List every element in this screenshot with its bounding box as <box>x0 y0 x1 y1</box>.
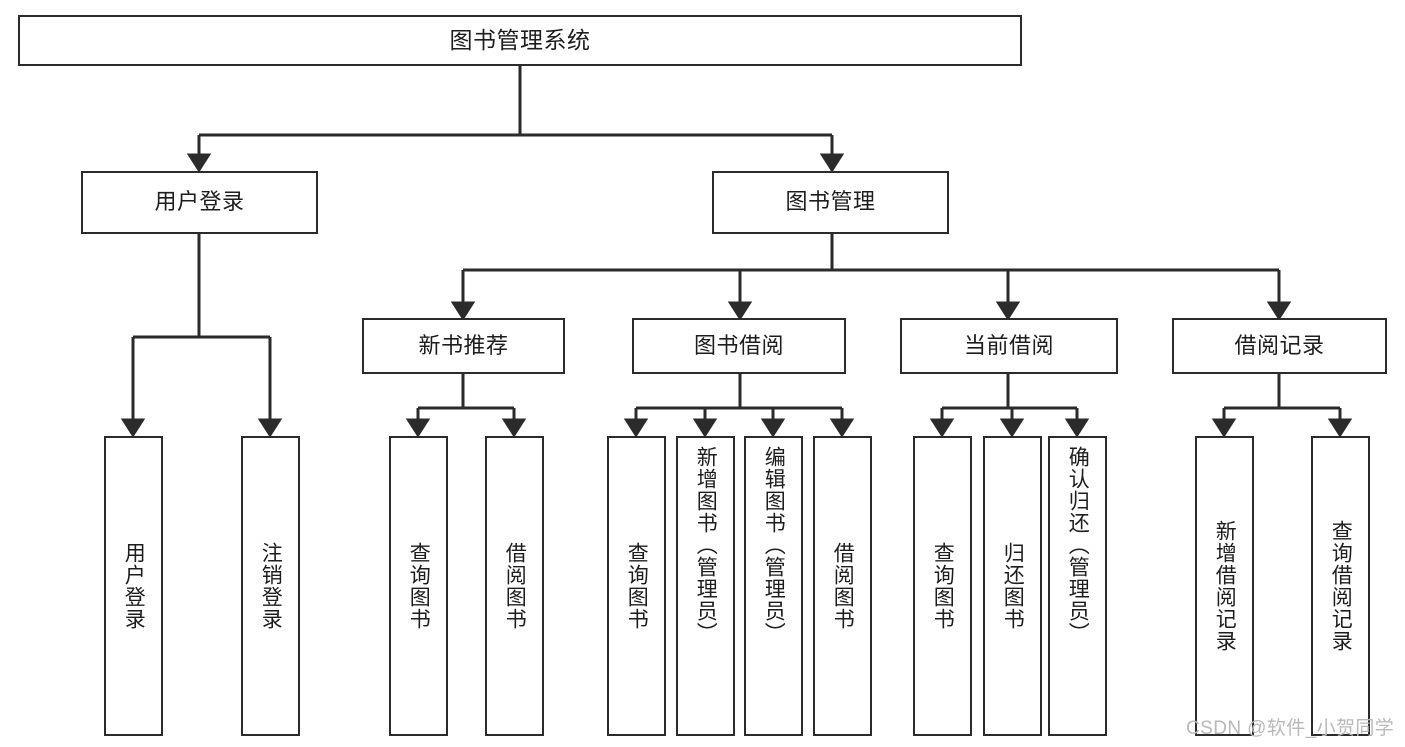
node-book-borrow-label: 图书借阅 <box>693 332 784 358</box>
leaf-add-book-admin-label: 新增图书（管理员） <box>694 446 718 644</box>
leaf-query-book-current-label: 查询图书 <box>931 542 955 630</box>
node-user-login-label: 用户登录 <box>154 189 245 215</box>
leaf-query-book-current[interactable]: 查询图书 <box>913 436 972 736</box>
leaf-query-borrow-record-label: 查询借阅记录 <box>1329 520 1353 652</box>
node-new-book-recommend[interactable]: 新书推荐 <box>362 318 565 374</box>
leaf-query-book-borrow-label: 查询图书 <box>625 542 649 630</box>
leaf-borrow-book-borrow-label: 借阅图书 <box>831 542 855 630</box>
node-current-borrow[interactable]: 当前借阅 <box>900 318 1118 374</box>
node-new-book-recommend-label: 新书推荐 <box>418 332 509 358</box>
node-root-book-management-system[interactable]: 图书管理系统 <box>18 15 1022 66</box>
leaf-borrow-book-newbook[interactable]: 借阅图书 <box>485 436 544 736</box>
node-book-borrow[interactable]: 图书借阅 <box>632 318 846 374</box>
leaf-query-book-newbook-label: 查询图书 <box>407 542 431 630</box>
node-user-login[interactable]: 用户登录 <box>81 171 318 234</box>
leaf-confirm-return-admin-label: 确认归还（管理员） <box>1066 446 1090 644</box>
leaf-edit-book-admin-label: 编辑图书（管理员） <box>762 446 786 644</box>
leaf-logout-label: 注销登录 <box>259 542 283 630</box>
node-root-label: 图书管理系统 <box>449 26 591 53</box>
leaf-return-book[interactable]: 归还图书 <box>983 436 1042 736</box>
leaf-add-book-admin[interactable]: 新增图书（管理员） <box>676 436 735 736</box>
leaf-add-borrow-record-label: 新增借阅记录 <box>1213 520 1237 652</box>
leaf-borrow-book-newbook-label: 借阅图书 <box>503 542 527 630</box>
leaf-query-borrow-record[interactable]: 查询借阅记录 <box>1311 436 1370 736</box>
leaf-query-book-newbook[interactable]: 查询图书 <box>389 436 448 736</box>
node-current-borrow-label: 当前借阅 <box>963 332 1054 358</box>
leaf-user-login-label: 用户登录 <box>122 542 146 630</box>
leaf-user-login[interactable]: 用户登录 <box>104 436 163 736</box>
leaf-confirm-return-admin[interactable]: 确认归还（管理员） <box>1048 436 1107 736</box>
leaf-logout[interactable]: 注销登录 <box>241 436 300 736</box>
leaf-edit-book-admin[interactable]: 编辑图书（管理员） <box>744 436 803 736</box>
node-borrow-record[interactable]: 借阅记录 <box>1172 318 1387 374</box>
node-book-management-label: 图书管理 <box>785 189 876 215</box>
node-book-management[interactable]: 图书管理 <box>712 171 949 234</box>
leaf-return-book-label: 归还图书 <box>1001 542 1025 630</box>
leaf-add-borrow-record[interactable]: 新增借阅记录 <box>1195 436 1254 736</box>
node-borrow-record-label: 借阅记录 <box>1234 332 1325 358</box>
leaf-query-book-borrow[interactable]: 查询图书 <box>607 436 666 736</box>
leaf-borrow-book-borrow[interactable]: 借阅图书 <box>813 436 872 736</box>
